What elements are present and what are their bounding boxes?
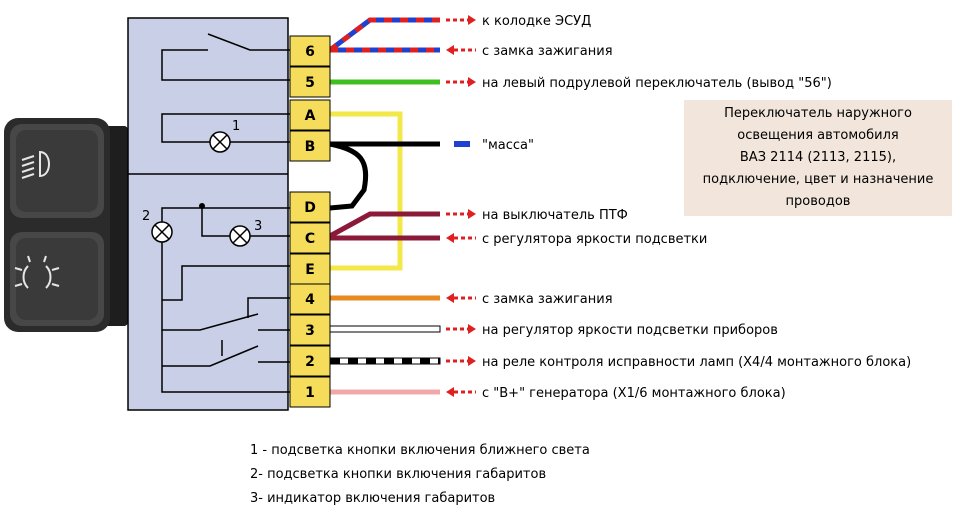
wire-label-lamp-relay: на реле контроля исправности ламп (Х4/4 …	[482, 355, 911, 370]
pin-5: 5	[289, 66, 331, 98]
pin-b: B	[289, 130, 331, 162]
direction-arrows	[446, 15, 476, 397]
arrow-left-icon	[446, 233, 476, 243]
low-beam-icon	[21, 150, 50, 179]
connector-pins: 6 5 A B D C E 4 3 2 1	[289, 35, 331, 408]
wire-label-esud: к колодке ЭСУД	[482, 14, 591, 29]
pin-c: C	[289, 222, 331, 254]
wire-a-e-yellow	[330, 111, 403, 271]
svg-text:6: 6	[305, 44, 315, 60]
ground-marker-icon	[454, 141, 470, 147]
arrow-right-icon	[446, 77, 476, 87]
info-line-1: Переключатель наружного	[724, 106, 912, 121]
arrow-right-icon	[446, 15, 476, 25]
wire-label-ignition-6: с замка зажигания	[482, 44, 613, 59]
pin-2: 2	[289, 345, 331, 377]
lamp-3-label: 3	[254, 219, 262, 234]
parking-lights-icon	[14, 255, 60, 289]
wire-label-instrument-dimmer: на регулятор яркости подсветки приборов	[482, 323, 778, 338]
wire-label-left-stalk: на левый подрулевой переключатель (вывод…	[482, 76, 832, 91]
lamp-3-icon	[229, 225, 251, 247]
svg-text:A: A	[305, 108, 316, 124]
pin-3: 3	[289, 314, 331, 346]
pin-1: 1	[289, 376, 331, 408]
svg-text:D: D	[304, 200, 316, 216]
wire-d-ptf	[328, 211, 440, 239]
svg-text:B: B	[305, 139, 316, 155]
info-line-5: проводов	[785, 194, 851, 209]
info-box: Переключатель наружного освещения автомо…	[684, 100, 952, 216]
svg-text:5: 5	[305, 75, 315, 91]
switch-photo	[4, 118, 128, 332]
wire-label-ptf: на выключатель ПТФ	[482, 208, 628, 223]
lamp-1-icon	[209, 131, 231, 153]
legend-item-2: 2- подсветка кнопки включения габаритов	[250, 467, 547, 482]
pin-d: D	[289, 191, 331, 223]
pin-e: E	[289, 253, 331, 285]
wires	[328, 17, 441, 395]
legend-item-3: 3- индикатор включения габаритов	[250, 491, 496, 506]
svg-text:C: C	[305, 231, 315, 247]
switch-body-panel	[127, 17, 289, 411]
legend-item-1: 1 - подсветка кнопки включения ближнего …	[250, 443, 590, 458]
lamp-2-icon	[151, 221, 173, 243]
pin-a: A	[289, 99, 331, 131]
internal-schematic	[161, 33, 290, 393]
svg-text:1: 1	[305, 385, 315, 401]
wire-3-white	[329, 325, 441, 333]
arrow-left-icon	[446, 293, 476, 303]
wire-label-ground: "масса"	[482, 138, 534, 153]
legend: 1 - подсветка кнопки включения ближнего …	[250, 439, 590, 511]
wire-label-generator: с "В+" генератора (Х1/6 монтажного блока…	[482, 386, 786, 401]
svg-text:4: 4	[305, 292, 315, 308]
pin-4: 4	[289, 283, 331, 315]
arrow-right-icon	[446, 209, 476, 219]
arrow-left-icon	[446, 45, 476, 55]
svg-text:2: 2	[305, 354, 315, 370]
pin-6: 6	[289, 35, 331, 67]
lamp-1-label: 1	[232, 119, 240, 134]
arrow-left-icon	[446, 387, 476, 397]
wire-label-dimmer: с регулятора яркости подсветки	[482, 232, 707, 247]
wire-label-ignition-4: с замка зажигания	[482, 292, 613, 307]
svg-text:E: E	[305, 262, 315, 278]
info-line-3: ВАЗ 2114 (2113, 2115),	[739, 150, 897, 165]
info-line-4: подключение, цвет и назначение	[702, 172, 934, 187]
arrow-right-icon	[446, 324, 476, 334]
info-line-2: освещения автомобиля	[737, 128, 899, 143]
svg-text:3: 3	[305, 323, 315, 339]
lamp-2-label: 2	[142, 209, 150, 224]
arrow-right-icon	[446, 356, 476, 366]
